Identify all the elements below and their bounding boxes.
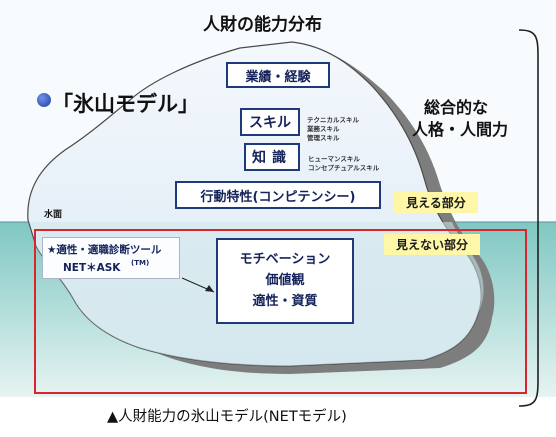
knowledge-note-2: コンセプチュアルスキル	[308, 164, 380, 172]
right-label-line2: 人格・人間力	[412, 120, 509, 139]
inner-aptitude: 適性・資質	[252, 294, 318, 309]
tool-arrow-head	[205, 285, 214, 292]
inner-motivation: モチベーション	[239, 252, 331, 267]
visible-part-tag: 見える部分	[394, 192, 478, 213]
competency-box: 行動特性(コンピテンシー)	[175, 181, 381, 209]
knowledge-note-1: ヒューマンスキル	[308, 155, 360, 163]
right-label-line1: 総合的な	[424, 98, 489, 117]
skill-note-2: 業務スキル	[307, 125, 340, 133]
invisible-part-tag: 見えない部分	[384, 234, 480, 255]
skill-box: スキル	[240, 108, 300, 136]
performance-box: 業績・経験	[226, 62, 330, 88]
skill-note-3: 管理スキル	[307, 134, 340, 142]
water-surface-label: 水面	[44, 210, 63, 220]
right-bracket	[518, 29, 539, 407]
figure-caption: ▲人財能力の氷山モデル(NETモデル)	[107, 409, 347, 425]
inner-traits-box: モチベーション 価値観 適性・資質	[216, 238, 354, 324]
tool-line1: ★適性・適職診断ツール	[47, 244, 162, 256]
knowledge-box: 知識	[244, 143, 300, 171]
underwater-frame	[34, 229, 527, 394]
inner-values: 価値観	[265, 273, 305, 288]
skill-note-1: テクニカルスキル	[307, 116, 359, 124]
diagnostic-tool-box: ★適性・適職診断ツール NET＊ASK (TM)	[42, 237, 180, 279]
blue-bullet-icon	[37, 93, 51, 107]
tool-trademark: (TM)	[131, 259, 150, 267]
diagram-title: 人財の能力分布	[203, 15, 322, 35]
model-label: 「氷山モデル」	[52, 92, 199, 116]
tool-line2: NET＊ASK	[63, 262, 121, 274]
